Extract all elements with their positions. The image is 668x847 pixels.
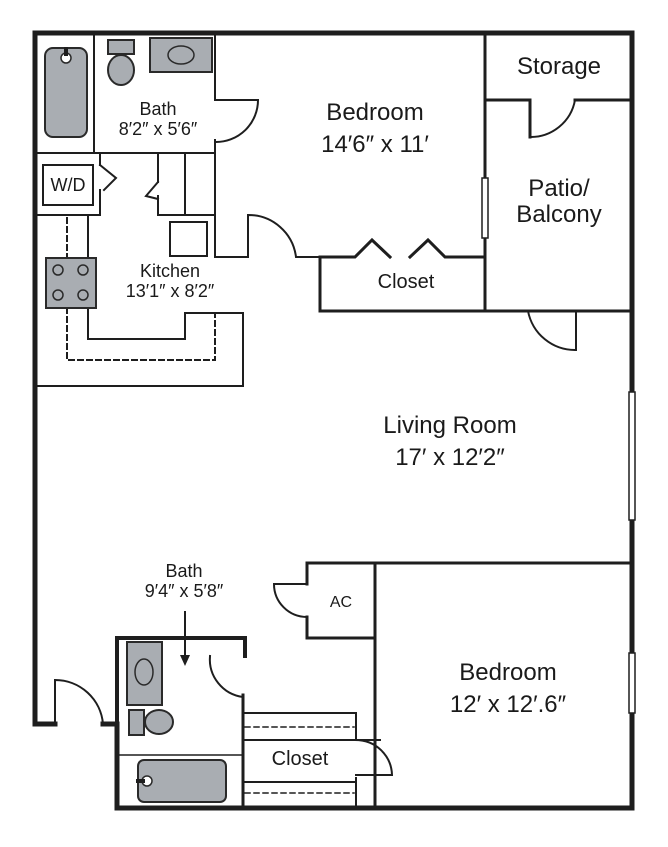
entry-door [54, 678, 105, 726]
burner-icon [77, 289, 89, 301]
storage-label: Storage [516, 53, 602, 80]
patio-name-line1: Patio/ [528, 175, 590, 202]
wd-label: W/D [50, 175, 86, 195]
window-bedroom2 [628, 652, 636, 714]
kitchen-name: Kitchen [139, 261, 201, 281]
ac-label: AC [329, 594, 353, 611]
tub-faucet-2-icon [136, 779, 145, 783]
bedroom1-dims: 14′6″ x 11′ [321, 131, 429, 159]
bedroom1-label: Bedroom 14′6″ x 11′ [321, 99, 429, 159]
bath2-dims: 9′4″ x 5′8″ [144, 580, 224, 601]
tub-faucet-icon [64, 47, 68, 56]
sink-basin-2-icon [134, 658, 154, 686]
closet2-walls [242, 712, 381, 809]
bath2-name: Bath [165, 561, 203, 581]
ac-door [272, 583, 309, 619]
closet1-walls [318, 237, 634, 313]
wd-door [98, 163, 118, 192]
washer-dryer-box [42, 164, 94, 206]
bath2-label: Bath 9′4″ x 5′8″ [144, 561, 224, 602]
kitchen-counter [34, 214, 244, 387]
stove-icon [45, 257, 97, 309]
bath2-door [208, 654, 245, 699]
storage-door [528, 98, 577, 139]
sink-basin-icon [167, 45, 195, 65]
patio-label: Patio/ Balcony [516, 175, 602, 229]
closet1-label: Closet [377, 271, 435, 293]
patio-name-line2: Balcony [516, 201, 602, 229]
bath1-walls [34, 32, 216, 154]
closet2-label: Closet [271, 748, 329, 770]
closet2-shelf-dashed [244, 726, 355, 794]
window-bedroom1 [481, 177, 489, 239]
bedroom2-label: Bedroom 12′ x 12′.6″ [449, 659, 567, 719]
kitchen-label: Kitchen 13′1″ x 8′2″ [125, 261, 215, 302]
toilet-tank-icon [107, 39, 135, 55]
toilet-tank-2-icon [128, 709, 145, 736]
kitchen-dims: 13′1″ x 8′2″ [125, 280, 215, 301]
window-living [628, 391, 636, 521]
bedroom2-dims: 12′ x 12′.6″ [449, 691, 567, 719]
refrigerator [169, 221, 208, 257]
hall-closet-door [144, 180, 160, 201]
sink-counter-icon [149, 37, 213, 73]
burner-icon [52, 289, 64, 301]
living-room-dims: 17′ x 12′2″ [395, 444, 505, 472]
bath1-name: Bath [139, 99, 177, 119]
toilet-bowl-icon [107, 54, 135, 86]
bath2-walls [115, 636, 247, 726]
bedroom2-name: Bedroom [459, 659, 557, 686]
toilet-bowl-2-icon [144, 709, 174, 735]
arrow-head-icon [180, 655, 190, 666]
closet2-door [354, 738, 394, 776]
bedroom2-top-wall [305, 561, 634, 810]
living-room-label: Living Room 17′ x 12′2″ [383, 412, 517, 472]
patio-door [526, 309, 577, 352]
sink-counter-2-icon [126, 641, 163, 706]
wd-walls [34, 152, 249, 258]
ac-walls [305, 561, 377, 640]
living-room-name: Living Room [383, 412, 517, 439]
bath1-label: Bath 8′2″ x 5′6″ [118, 99, 198, 140]
burner-icon [77, 264, 89, 276]
bath1-door [213, 99, 260, 144]
burner-icon [52, 264, 64, 276]
storage-walls [483, 98, 634, 139]
bedroom1-door [247, 213, 321, 258]
bath1-dims: 8′2″ x 5′6″ [118, 118, 198, 139]
bedroom1-name: Bedroom [326, 99, 424, 126]
